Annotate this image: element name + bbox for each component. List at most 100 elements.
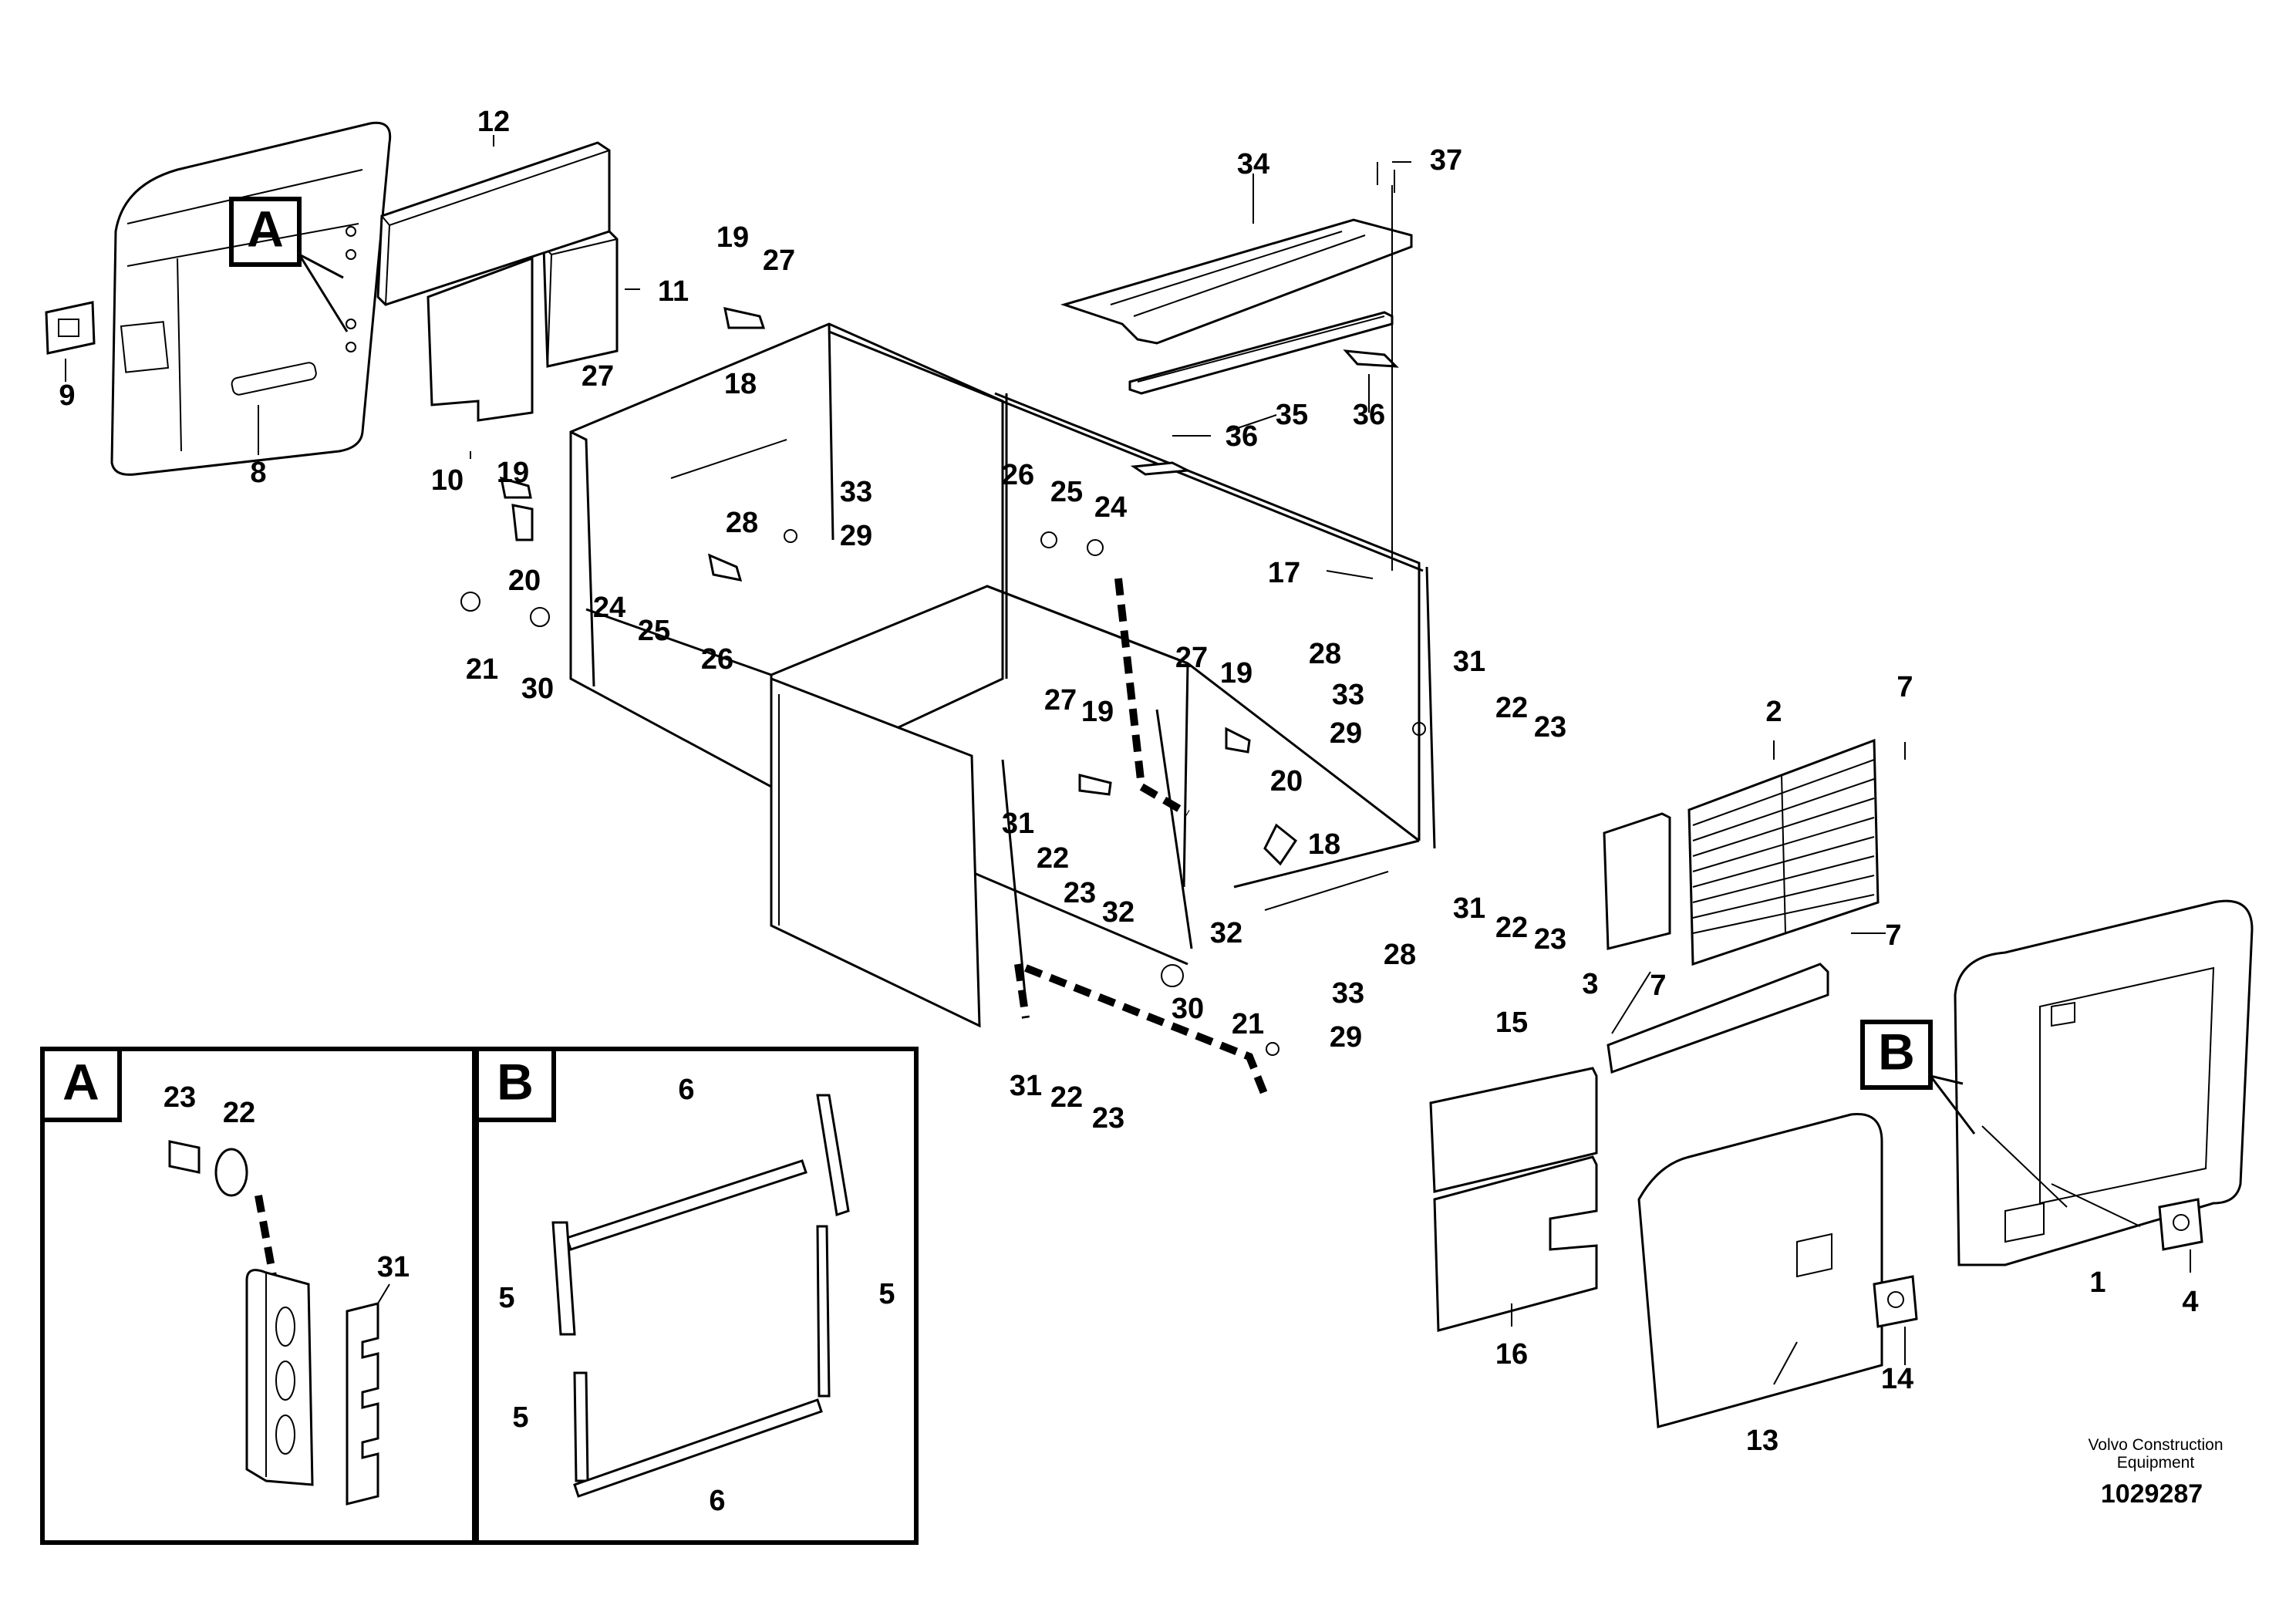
callout-25-left: 25	[638, 615, 670, 647]
callout-31-bottom: 31	[1010, 1070, 1042, 1102]
callout-30-left: 30	[521, 673, 554, 705]
door-lock-plate-4	[2158, 1198, 2203, 1251]
callout-16: 16	[1495, 1338, 1528, 1371]
door-lock-plate-14	[1873, 1275, 1918, 1328]
detail-b-leader	[1929, 1074, 1976, 1135]
callout-32-left: 32	[1102, 896, 1135, 929]
callout-7-top: 7	[1896, 671, 1913, 703]
detail-a-heading: A	[62, 1053, 99, 1110]
insulation-block-16	[1433, 1155, 1598, 1332]
insulation-mat-10	[426, 256, 534, 422]
callout-7-left: 7	[1650, 969, 1666, 1002]
callout-22-upper-right: 22	[1495, 692, 1528, 724]
dashed-line-lower-hinge	[1014, 963, 1030, 1019]
callout-28-lower: 28	[1384, 939, 1416, 971]
frame-front-cover	[770, 676, 981, 1028]
callout-22-mid: 22	[1037, 842, 1069, 875]
callout-19-left: 19	[497, 457, 529, 489]
callout-13: 13	[1746, 1425, 1778, 1457]
callout-33-right: 33	[1332, 679, 1364, 711]
callout-26-left: 26	[701, 643, 733, 676]
callout-29-lower: 29	[1330, 1021, 1362, 1054]
callout-31-upper-right: 31	[1453, 646, 1485, 678]
callout-27-center: 27	[1175, 642, 1208, 674]
callout-1: 1	[2089, 1266, 2106, 1299]
door-lock-plate	[45, 301, 96, 355]
dashed-line-hinge-bolt	[1114, 578, 1190, 818]
ventilation-grille-2	[1687, 738, 1880, 966]
callout-29-right: 29	[1330, 717, 1362, 750]
detail-a-label-box	[40, 1047, 122, 1122]
company-name-line2: Equipment	[2117, 1454, 2195, 1472]
callout-14: 14	[1881, 1363, 1913, 1395]
callout-23-mid: 23	[1064, 877, 1096, 909]
callout-35: 35	[1276, 399, 1308, 431]
callout-27-top: 27	[763, 244, 795, 277]
callout-21-left: 21	[466, 653, 498, 686]
callout-26-mid: 26	[1002, 459, 1034, 491]
detail-b-seals	[551, 1094, 850, 1498]
callout-7-right: 7	[1885, 919, 1901, 952]
insulation-strip-12	[376, 141, 611, 306]
callout-22-bottom: 22	[1050, 1081, 1083, 1114]
detail-b-callout-6-bottom: 6	[709, 1485, 725, 1517]
callout-31-mid: 31	[1002, 808, 1034, 840]
side-door-panel	[110, 121, 392, 476]
detail-b-callout-5-left-upper: 5	[498, 1282, 514, 1314]
callout-23-upper-right: 23	[1534, 711, 1566, 744]
callout-15: 15	[1495, 1007, 1528, 1039]
callout-20-left: 20	[508, 565, 541, 597]
dashed-line-lower-seal	[1024, 964, 1269, 1097]
callout-32-right: 32	[1210, 917, 1242, 949]
company-name-line1: Volvo Construction	[2088, 1436, 2223, 1454]
detail-a-hinge-illustration	[168, 1140, 390, 1506]
detail-a-leader	[298, 253, 349, 332]
detail-b-frame	[474, 1047, 919, 1545]
screw-37	[1377, 162, 1395, 571]
callout-11: 11	[658, 275, 689, 308]
callout-17: 17	[1268, 557, 1300, 589]
detail-b-marker: B	[1878, 1023, 1915, 1080]
mounting-bracket-36	[1130, 349, 1399, 476]
side-door-panel-13	[1637, 1112, 1883, 1428]
detail-b-label-box	[474, 1047, 556, 1122]
detail-b-callout-6-top: 6	[678, 1074, 694, 1106]
detail-b-callout-5-left-lower: 5	[512, 1401, 528, 1434]
detail-b-heading: B	[497, 1053, 534, 1110]
callout-2: 2	[1765, 696, 1782, 728]
detail-a-callout-31: 31	[377, 1251, 410, 1283]
callout-36-left: 36	[1226, 420, 1258, 453]
callout-23-lower-right: 23	[1534, 923, 1566, 956]
callout-12: 12	[477, 106, 510, 138]
callout-25-mid: 25	[1050, 476, 1083, 508]
callout-33-lower: 33	[1332, 977, 1364, 1010]
front-panel-b-outline	[1001, 709, 1193, 1003]
callout-34: 34	[1237, 148, 1269, 180]
main-frame	[569, 322, 1436, 966]
callout-20-center: 20	[1270, 765, 1303, 798]
callout-28-top: 28	[726, 507, 758, 539]
callout-10: 10	[431, 464, 464, 497]
callout-19-center-left: 19	[1081, 696, 1114, 728]
callout-3: 3	[1582, 968, 1598, 1000]
callout-30-lower: 30	[1172, 993, 1204, 1025]
callout-22-lower-right: 22	[1495, 912, 1528, 944]
leader-lines	[65, 135, 2191, 1385]
callout-8: 8	[250, 457, 266, 489]
callout-4: 4	[2182, 1286, 2198, 1318]
detail-a-marker-box	[229, 197, 302, 267]
hardware-fasteners	[460, 307, 1426, 1056]
callout-24-mid: 24	[1094, 491, 1127, 524]
callout-19-center: 19	[1220, 657, 1253, 690]
side-door-panel-1	[1954, 899, 2254, 1266]
callout-27-left: 27	[582, 360, 614, 393]
callout-21-lower: 21	[1232, 1008, 1264, 1040]
detail-b-callout-5-right: 5	[878, 1278, 895, 1310]
callout-28-right: 28	[1309, 638, 1341, 670]
callout-37: 37	[1430, 144, 1462, 177]
callout-19-top: 19	[716, 221, 749, 254]
callout-24-left: 24	[593, 592, 625, 624]
detail-a-callout-23: 23	[164, 1081, 196, 1114]
detail-b-marker-box	[1860, 1020, 1933, 1090]
